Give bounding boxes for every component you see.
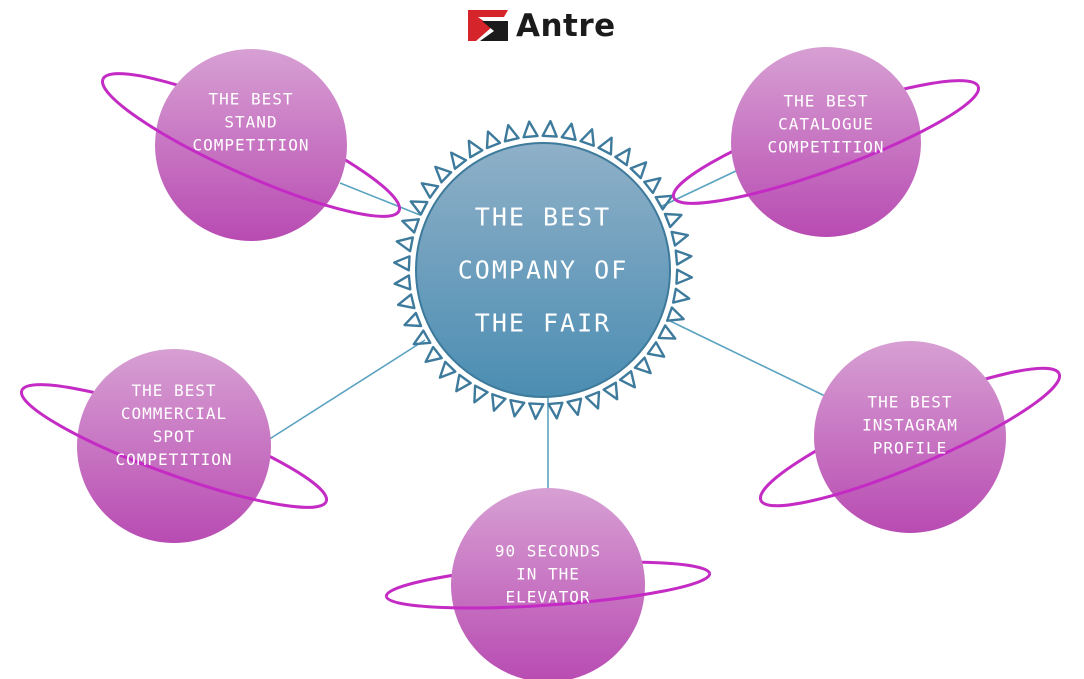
- sun-spike: [674, 249, 693, 266]
- planet-body-stand: [155, 49, 347, 241]
- planet-label-commercial: THE BEST COMMERCIAL SPOT COMPETITION: [115, 381, 233, 469]
- sun-spike: [420, 182, 440, 199]
- sun-spike: [395, 236, 415, 253]
- planet-label-instagram: THE BEST INSTAGRAM PROFILE: [862, 392, 958, 458]
- sun-spike: [629, 161, 648, 180]
- sun-spike: [618, 370, 637, 389]
- sun-spike: [393, 274, 412, 291]
- sun-spike: [491, 393, 507, 412]
- connector-instagram: [667, 319, 826, 397]
- planet-stand: [101, 49, 401, 241]
- sun-spike: [434, 165, 453, 184]
- planet-label-catalogue: THE BEST CATALOGUE COMPETITION: [767, 91, 885, 157]
- sun-spike: [503, 123, 520, 143]
- sun-spike: [579, 128, 595, 147]
- sun-spike: [597, 136, 613, 156]
- planets-layer: [19, 47, 1062, 679]
- sun-spike: [409, 200, 429, 216]
- sun-spike: [663, 212, 683, 229]
- connector-catalogue: [659, 169, 739, 208]
- planet-body-commercial: [77, 349, 271, 543]
- connector-lines: [267, 169, 826, 490]
- header-brand: Antre: [466, 6, 616, 46]
- planet-label-stand: THE BEST STAND COMPETITION: [192, 89, 310, 155]
- sun-spike: [671, 287, 691, 304]
- planet-instagram: [758, 341, 1062, 533]
- sun-spike: [412, 329, 432, 346]
- planet-ring-front-catalogue: [672, 86, 981, 205]
- sun-spike: [666, 306, 685, 322]
- sun-spike: [509, 398, 526, 418]
- sun-spike: [547, 401, 564, 420]
- sun-spikes: [392, 119, 694, 421]
- sun-spike: [602, 381, 619, 401]
- connector-stand: [339, 182, 421, 216]
- antre-logo-icon: [468, 10, 508, 41]
- planet-ring-front-instagram: [759, 373, 1062, 508]
- center-label: THE BEST COMPANY OF THE FAIR: [457, 202, 629, 338]
- sun-spike: [455, 373, 472, 393]
- sun-spike: [403, 311, 423, 328]
- sun-spike: [485, 130, 502, 150]
- planet-elevator: [384, 488, 712, 679]
- sun-spike: [522, 120, 539, 139]
- sun-spike: [424, 345, 443, 364]
- planet-ring-front-stand: [101, 78, 401, 218]
- sun-spike: [528, 402, 545, 421]
- sun-spike: [560, 122, 577, 142]
- planet-commercial: [19, 349, 329, 543]
- sun-spike: [584, 390, 601, 410]
- sun-spike: [657, 324, 677, 340]
- sun-spike: [614, 147, 631, 167]
- planet-catalogue: [671, 47, 981, 237]
- planet-ring-front-commercial: [19, 390, 328, 509]
- sun-spike: [566, 397, 583, 417]
- sun-spike: [473, 384, 489, 404]
- center-sun: [415, 142, 671, 398]
- sun-spike: [633, 356, 652, 375]
- sun-spike: [467, 139, 484, 159]
- sun-spike: [654, 194, 674, 211]
- connector-commercial: [267, 339, 426, 441]
- sun-spike: [401, 218, 420, 234]
- sun-spike: [392, 255, 411, 272]
- planet-body-catalogue: [731, 47, 921, 237]
- sun-spike: [643, 176, 662, 195]
- sun-spike: [541, 119, 558, 138]
- planet-ring-front-elevator: [384, 573, 712, 610]
- sun-spike: [646, 341, 666, 358]
- planet-body-elevator: [451, 488, 645, 679]
- brand-name: Antre: [516, 8, 616, 44]
- sun-spike: [670, 230, 690, 247]
- sun-spike: [449, 151, 468, 170]
- sun-spike: [438, 360, 457, 379]
- sun-spike: [396, 293, 416, 310]
- planet-label-elevator: 90 SECONDS IN THE ELEVATOR: [494, 541, 602, 607]
- sun-spike: [675, 268, 694, 285]
